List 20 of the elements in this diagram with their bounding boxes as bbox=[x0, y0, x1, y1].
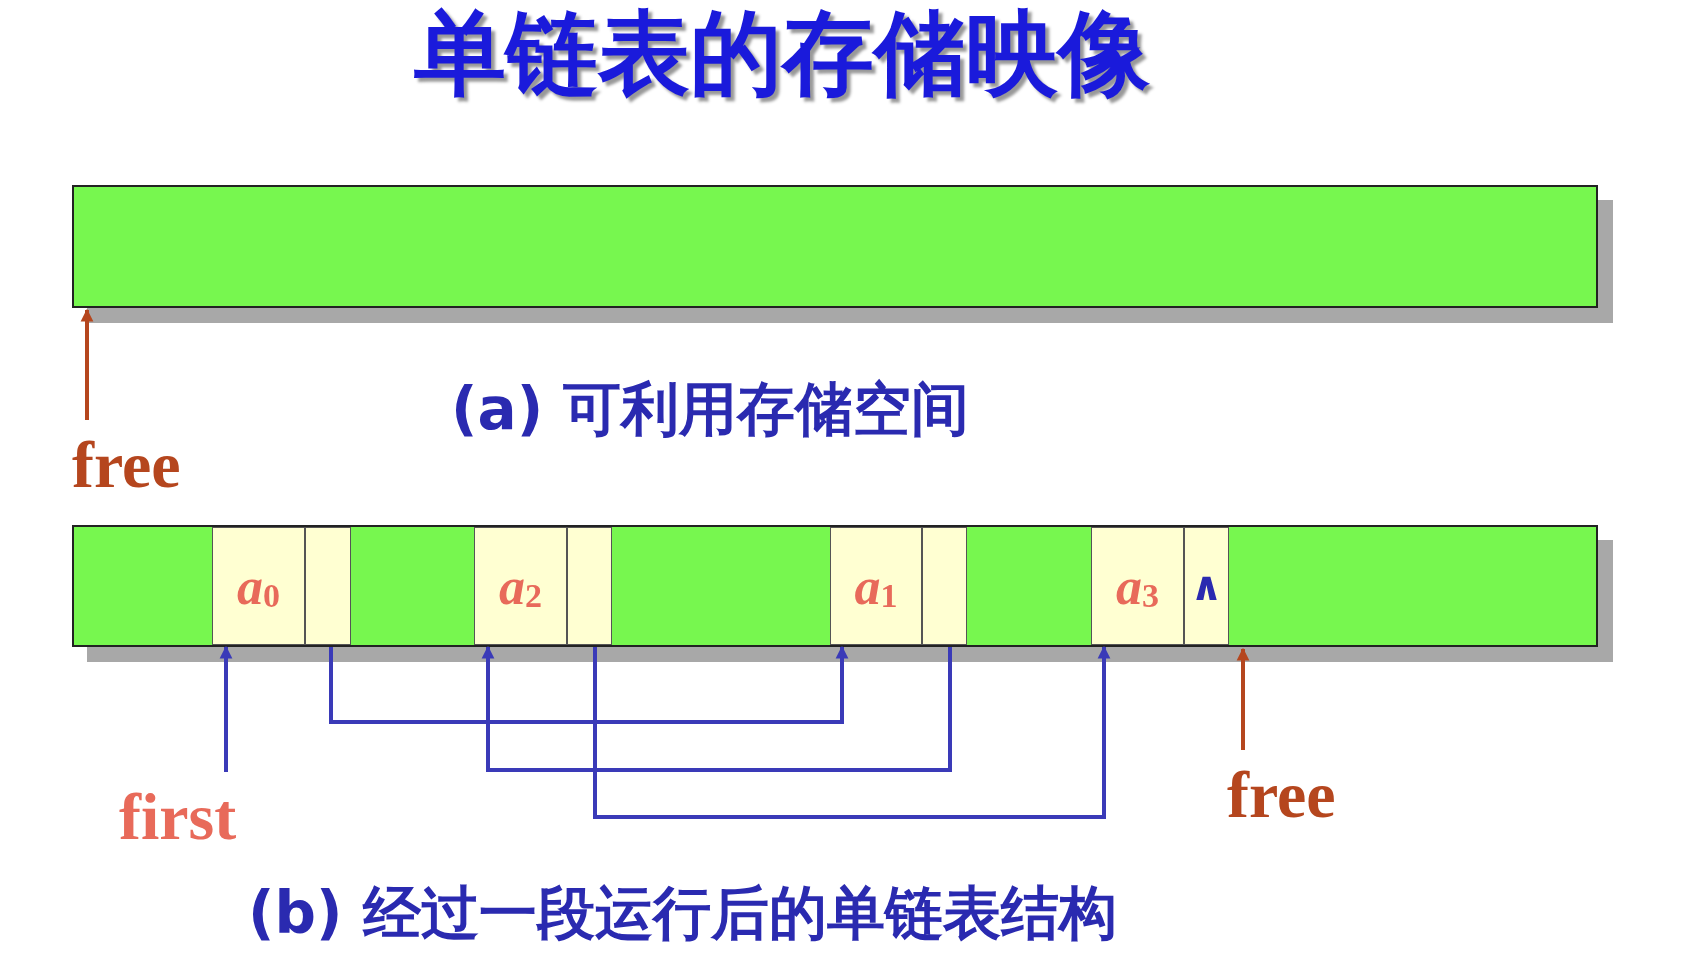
arrow bbox=[80, 308, 94, 420]
pointer-label: first bbox=[119, 784, 237, 850]
pointer-cell bbox=[567, 527, 612, 645]
pointer-cell bbox=[922, 527, 967, 645]
pointer-cell bbox=[305, 527, 351, 645]
data-cell: a$_{3}$ bbox=[1091, 527, 1184, 645]
data-cell: a$_{2}$ bbox=[474, 527, 567, 645]
data-cell: a$_{1}$ bbox=[830, 527, 922, 645]
arrow bbox=[481, 645, 952, 772]
pointer-label: free bbox=[72, 432, 181, 498]
title: 单链表的存储映像 bbox=[414, 8, 1150, 100]
null-pointer-cell: ∧ bbox=[1184, 527, 1229, 645]
pointer-label: free bbox=[1227, 762, 1336, 828]
arrow bbox=[1236, 647, 1250, 750]
caption-text: (b) 经过一段运行后的单链表结构 bbox=[248, 884, 1117, 942]
arrow bbox=[219, 645, 233, 772]
caption-text: (a) 可利用存储空间 bbox=[451, 380, 970, 438]
arrow bbox=[329, 645, 849, 724]
data-cell: a$_{0}$ bbox=[212, 527, 305, 645]
arrow bbox=[593, 645, 1111, 819]
